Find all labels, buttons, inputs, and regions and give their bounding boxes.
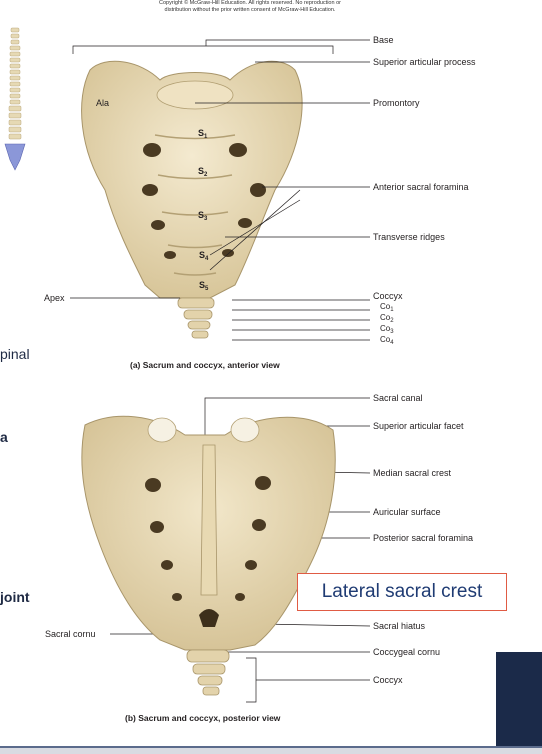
copyright-line-1: Copyright © McGraw-Hill Education. All r… bbox=[159, 0, 341, 6]
label-anterior-sacral-foramina: Anterior sacral foramina bbox=[373, 182, 469, 192]
label-s4: S4 bbox=[199, 250, 209, 262]
label-co4: Co4 bbox=[380, 335, 394, 346]
label-base: Base bbox=[373, 35, 394, 45]
caption-anterior: (a) Sacrum and coccyx, anterior view bbox=[130, 360, 280, 370]
slide-accent-block bbox=[496, 652, 542, 746]
slide-text-fragment-2: a bbox=[0, 429, 8, 445]
sacrum-posterior-illustration bbox=[81, 415, 336, 696]
copyright-notice: Copyright © McGraw-Hill Education. All r… bbox=[120, 0, 380, 14]
label-transverse-ridges: Transverse ridges bbox=[373, 232, 445, 242]
label-s1: S1 bbox=[198, 128, 208, 140]
label-coccyx-anterior: Coccyx bbox=[373, 291, 403, 301]
label-s3: S3 bbox=[198, 210, 208, 222]
label-superior-articular-process: Superior articular process bbox=[373, 57, 476, 67]
label-coccygeal-cornu: Coccygeal cornu bbox=[373, 647, 441, 657]
lateral-sacral-crest-callout: Lateral sacral crest bbox=[297, 573, 507, 611]
label-sacral-canal: Sacral canal bbox=[373, 393, 423, 403]
label-ala: Ala bbox=[96, 98, 110, 108]
label-co2: Co2 bbox=[380, 313, 394, 324]
slide-text-fragment-1: pinal bbox=[0, 346, 30, 362]
caption-posterior: (b) Sacrum and coccyx, posterior view bbox=[125, 713, 281, 723]
label-superior-articular-facet: Superior articular facet bbox=[373, 421, 464, 431]
slide-separator bbox=[0, 748, 542, 754]
spine-thumbnail-image bbox=[4, 27, 26, 171]
label-coccyx-posterior: Coccyx bbox=[373, 675, 403, 685]
label-sacral-cornu: Sacral cornu bbox=[45, 629, 96, 639]
slide-text-fragment-3: joint bbox=[0, 589, 30, 605]
sacrum-anterior-illustration bbox=[81, 60, 303, 339]
label-median-sacral-crest: Median sacral crest bbox=[373, 468, 452, 478]
label-co1: Co1 bbox=[380, 302, 394, 313]
label-co3: Co3 bbox=[380, 324, 394, 335]
label-sacral-hiatus: Sacral hiatus bbox=[373, 621, 426, 631]
label-promontory: Promontory bbox=[373, 98, 420, 108]
slide-bottom-border bbox=[0, 746, 542, 748]
label-apex: Apex bbox=[44, 293, 65, 303]
label-auricular-surface: Auricular surface bbox=[373, 507, 441, 517]
copyright-line-2: distribution without the prior written c… bbox=[164, 7, 336, 13]
label-posterior-sacral-foramina: Posterior sacral foramina bbox=[373, 533, 474, 543]
label-s5: S5 bbox=[199, 280, 209, 292]
label-s2: S2 bbox=[198, 166, 208, 178]
